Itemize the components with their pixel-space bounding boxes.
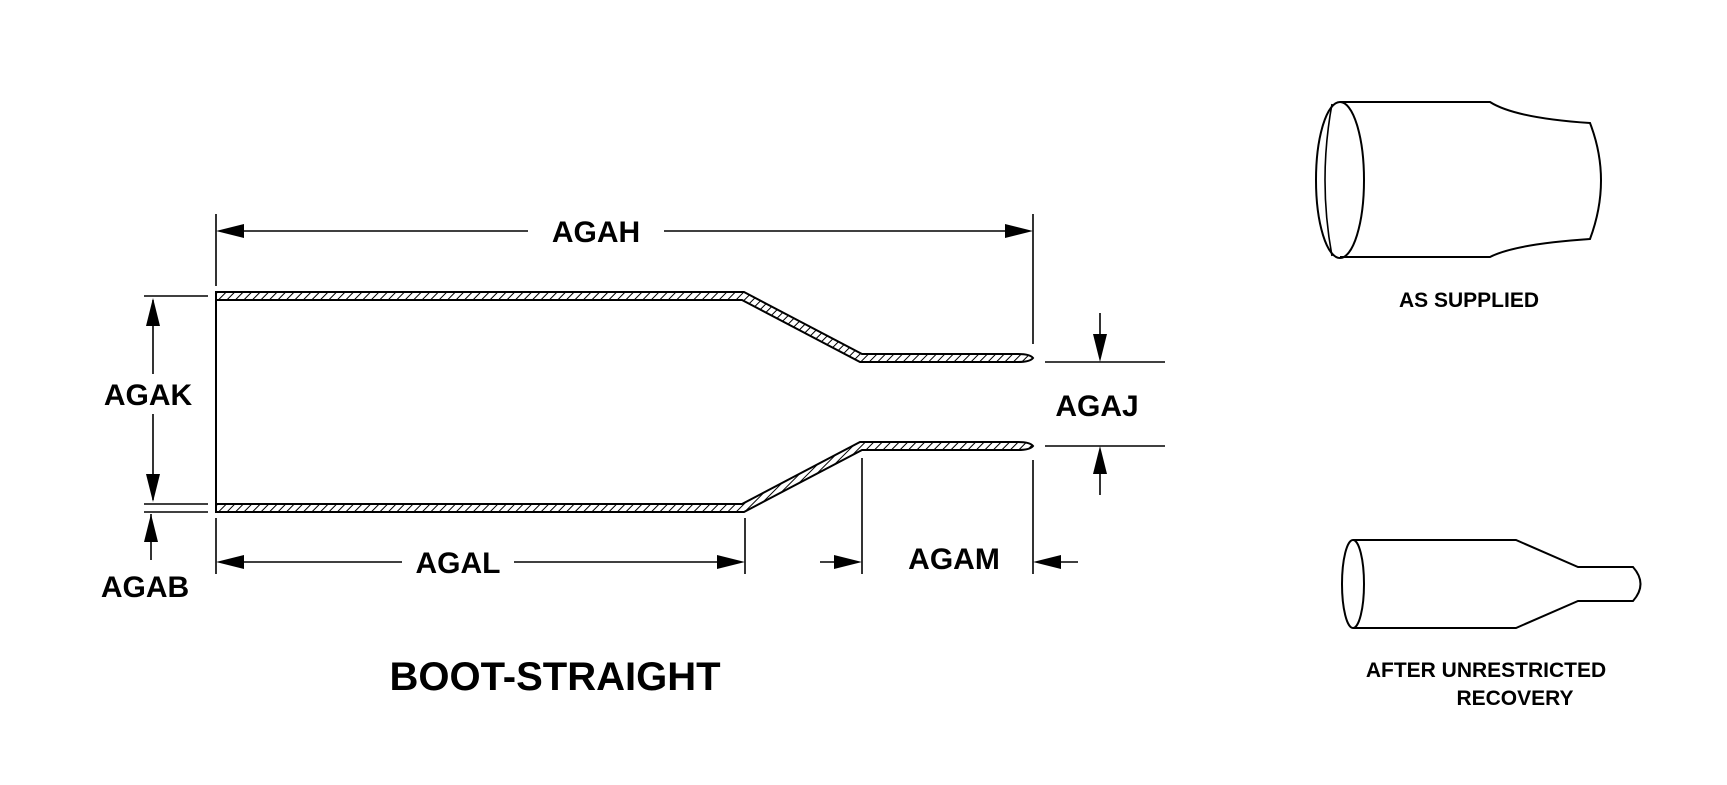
as-supplied-shading-line xyxy=(1324,103,1333,257)
label-agah: AGAH xyxy=(552,216,640,249)
as-supplied-open-end xyxy=(1315,101,1365,259)
caption-as-supplied: AS SUPPLIED xyxy=(1399,289,1539,312)
after-recovery-illustration: AFTER UNRESTRICTED RECOVERY xyxy=(1341,539,1642,710)
label-agaj: AGAJ xyxy=(1055,390,1138,423)
label-agal: AGAL xyxy=(416,547,501,580)
caption-after-recovery-line1: AFTER UNRESTRICTED xyxy=(1366,659,1606,682)
dimension-agam: AGAM xyxy=(820,543,1078,576)
dimension-agab: AGAB xyxy=(101,514,189,604)
drawing-title: BOOT-STRAIGHT xyxy=(389,655,720,699)
caption-after-recovery-line2: RECOVERY xyxy=(1456,687,1573,710)
after-recovery-open-end xyxy=(1341,539,1365,629)
dimension-agaj: AGAJ xyxy=(1055,313,1139,495)
dimension-agah: AGAH xyxy=(216,216,1033,249)
after-recovery-body xyxy=(1353,539,1642,629)
as-supplied-body xyxy=(1340,101,1602,258)
label-agab: AGAB xyxy=(101,571,189,604)
dimension-agak: AGAK xyxy=(95,298,205,502)
boot-section-view: AGAH AGAK AGAB AGAJ xyxy=(95,214,1165,699)
label-agak: AGAK xyxy=(104,379,193,412)
boot-lower-wall xyxy=(215,441,1035,513)
boot-upper-wall xyxy=(215,291,1035,363)
label-agam: AGAM xyxy=(908,543,1000,576)
as-supplied-illustration: AS SUPPLIED xyxy=(1315,101,1602,312)
dimension-agal: AGAL xyxy=(216,547,745,580)
